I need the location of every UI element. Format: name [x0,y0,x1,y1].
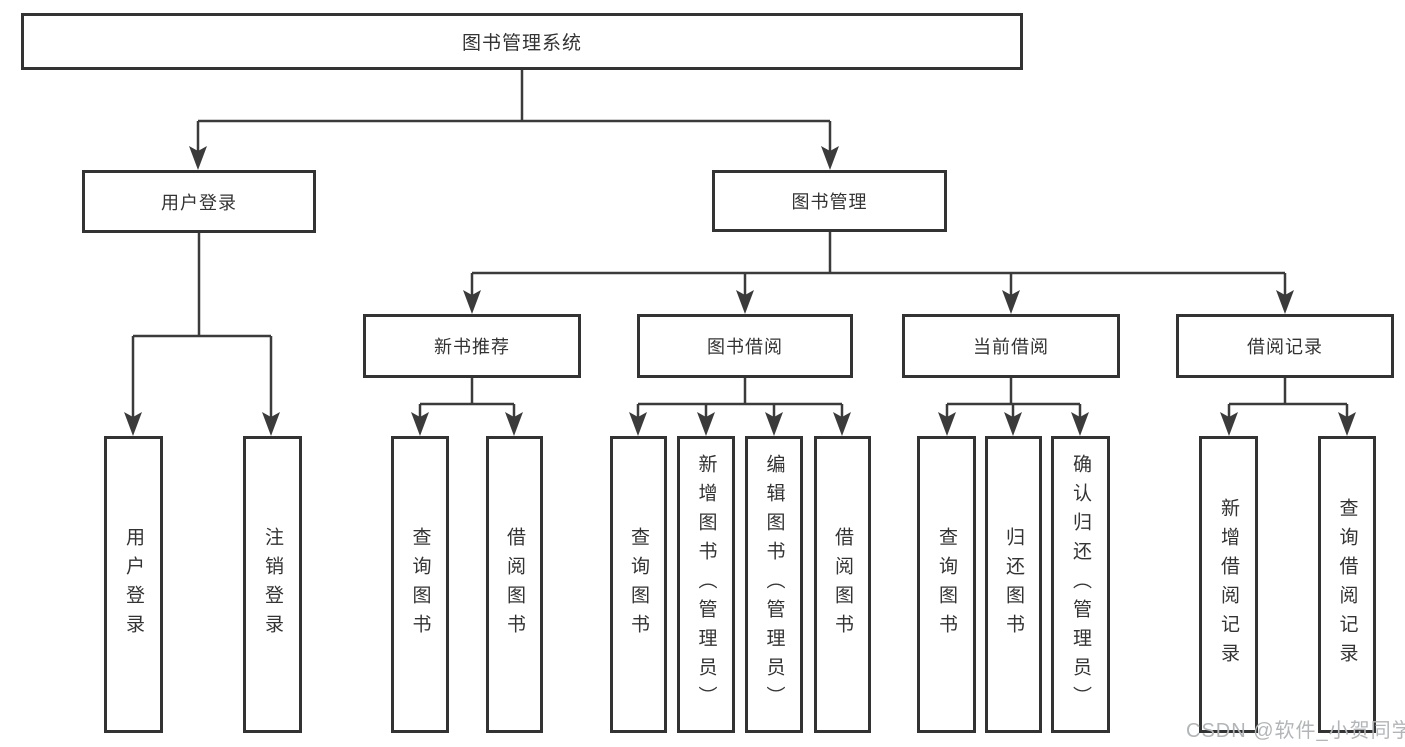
node-user-login: 用户登录 [82,170,316,233]
arrowhead [1220,412,1238,436]
node-leaf-add-book-admin: 新增图书（管理员） [677,436,735,733]
node-leaf-confirm-return-admin: 确认归还（管理员） [1051,436,1110,733]
node-leaf-logout: 注销登录 [243,436,302,733]
node-borrow-records: 借阅记录 [1176,314,1394,378]
node-leaf-borrow-book-recommend: 借阅图书 [486,436,543,733]
arrowhead [938,412,956,436]
arrowhead [833,412,851,436]
arrowhead [765,412,783,436]
node-label: 借阅记录 [1247,337,1323,357]
node-leaf-user-login: 用户登录 [104,436,163,733]
connector-group-book-borrow [629,378,851,436]
arrowhead [1004,412,1022,436]
node-leaf-query-book-current: 查询图书 [917,436,976,733]
node-label: 借阅图书 [832,526,853,643]
arrowhead [629,412,647,436]
node-label: 查询借阅记录 [1336,497,1358,672]
node-label: 查询图书 [628,526,649,643]
node-label: 新增图书（管理员） [695,454,717,715]
arrowhead [262,412,280,436]
arrowhead [1002,290,1020,314]
connector-group-current-borrow [938,378,1089,436]
node-label: 图书管理系统 [461,33,582,54]
node-leaf-query-book-recommend: 查询图书 [391,436,449,733]
arrowhead [505,412,523,436]
node-leaf-return-book: 归还图书 [985,436,1042,733]
node-current-borrow: 当前借阅 [902,314,1120,378]
node-leaf-add-borrow-record: 新增借阅记录 [1199,436,1258,733]
node-label: 编辑图书（管理员） [763,454,785,715]
node-label: 归还图书 [1003,526,1024,643]
node-book-management: 图书管理 [712,170,947,232]
node-book-borrow: 图书借阅 [637,314,853,378]
connector-group-borrow-records [1220,378,1356,436]
node-label: 新书推荐 [434,337,510,357]
node-book-management-system: 图书管理系统 [21,13,1023,70]
node-leaf-edit-book-admin: 编辑图书（管理员） [745,436,803,733]
connector-group-root [189,70,839,170]
node-label: 确认归还（管理员） [1070,454,1091,715]
node-label: 注销登录 [262,526,283,643]
arrowhead [411,412,429,436]
node-label: 图书管理 [791,192,868,212]
node-label: 查询图书 [936,526,957,643]
arrowhead [697,412,715,436]
node-label: 当前借阅 [973,337,1049,357]
connector-group-book-mgmt [463,232,1294,314]
arrowhead [1338,412,1356,436]
arrowhead [124,412,142,436]
arrowhead [189,146,207,170]
node-label: 用户登录 [161,192,237,213]
node-label: 新增借阅记录 [1218,497,1239,672]
arrowhead [736,290,754,314]
connector-group-new-book [411,378,523,436]
node-label: 用户登录 [123,526,144,643]
watermark: CSDN @软件_小贺同学 [1186,720,1405,742]
connector-group-user-login [124,233,280,436]
arrowhead [821,146,839,170]
node-new-book-recommend: 新书推荐 [363,314,581,378]
arrowhead [463,290,481,314]
arrowhead [1071,412,1089,436]
node-leaf-borrow-book-borrow: 借阅图书 [814,436,871,733]
node-label: 查询图书 [409,526,431,643]
node-label: 图书借阅 [707,337,783,357]
node-leaf-query-borrow-record: 查询借阅记录 [1318,436,1376,733]
node-leaf-query-book-borrow: 查询图书 [610,436,667,733]
node-label: 借阅图书 [504,526,525,643]
arrowhead [1276,290,1294,314]
